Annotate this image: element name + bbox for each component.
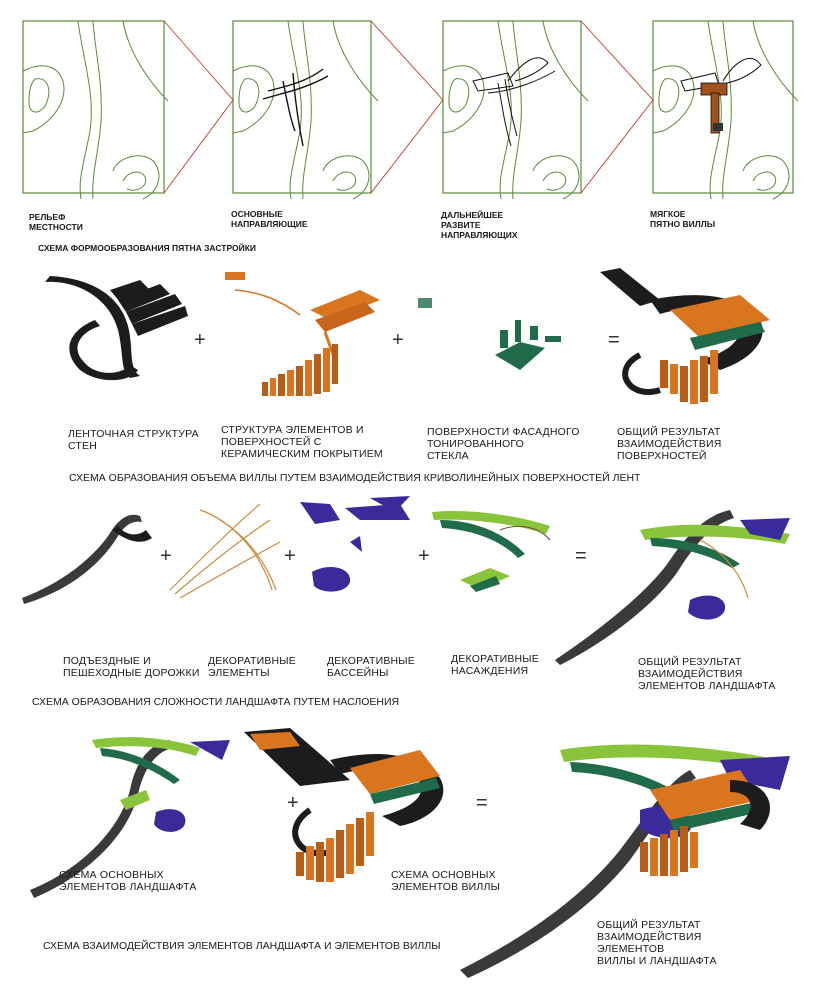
row1-site-diagrams [22, 20, 799, 200]
plus-sign: + [418, 545, 430, 567]
item-label-decor: ДЕКОРАТИВНЫЕ ЭЛЕМЕНТЫ [208, 655, 297, 679]
item-label-final-result: ОБЩИЙ РЕЗУЛЬТАТ ВЗАИМОДЕЙСТВИЯ ЭЛЕМЕНТОВ… [597, 919, 717, 967]
plus-sign: + [392, 329, 404, 351]
glass-surfaces-figure [418, 298, 561, 370]
row3-landscape-diagrams [22, 496, 790, 665]
step-label-development: ДАЛЬНЕЙШЕЕ РАЗВИТЕ НАПРАВЛЯЮЩИХ [441, 210, 518, 240]
row1-caption: СХЕМА ФОРМООБРАЗОВАНИЯ ПЯТНА ЗАСТРОЙКИ [38, 243, 257, 253]
pools-figure [300, 496, 410, 592]
item-label-landscape-summary: СХЕМА ОСНОВНЫХ ЭЛЕМЕНТОВ ЛАНДШАФТА [59, 869, 197, 893]
item-label-ceramic: СТРУКТУРА ЭЛЕМЕНТОВ И ПОВЕРХНОСТЕЙ С КЕР… [221, 424, 383, 460]
combined-landscape-figure [555, 510, 790, 665]
item-label-pools: ДЕКОРАТИВНЫЕ БАССЕЙНЫ [327, 655, 416, 679]
equals-sign: = [575, 545, 587, 567]
villa-landscape-result-figure [460, 744, 790, 978]
paths-figure [22, 514, 152, 604]
connector-arrows [163, 20, 654, 194]
row2-villa-diagrams [45, 268, 770, 404]
item-label-plantings: ДЕКОРАТИВНЫЕ НАСАЖДЕНИЯ [451, 653, 540, 677]
site-frame-guides [232, 20, 379, 200]
landscape-summary-figure [30, 737, 230, 898]
equals-sign: = [476, 792, 488, 814]
plantings-figure [432, 510, 551, 592]
combined-villa-figure [600, 268, 770, 404]
decorative-elements-figure [169, 503, 281, 599]
row3-caption: СХЕМА ОБРАЗОВАНИЯ СЛОЖНОСТИ ЛАНДШАФТА ПУ… [32, 696, 400, 708]
item-label-paths: ПОДЪЕЗДНЫЕ И ПЕШЕХОДНЫЕ ДОРОЖКИ [63, 655, 200, 679]
villa-summary-figure [244, 728, 444, 882]
step-label-guides: ОСНОВНЫЕ НАПРАВЛЯЮЩИЕ [231, 209, 308, 229]
item-label-result: ОБЩИЙ РЕЗУЛЬТАТ ВЗАИМОДЕЙСТВИЯ ПОВЕРХНОС… [617, 426, 722, 462]
step-label-relief: РЕЛЬЕФ МЕСТНОСТИ [29, 212, 83, 232]
item-label-ribbon-walls: ЛЕНТОЧНАЯ СТРУКТУРА СТЕН [68, 428, 199, 452]
plus-sign: + [194, 329, 206, 351]
equals-sign: = [608, 329, 620, 351]
item-label-villa-summary: СХЕМА ОСНОВНЫХ ЭЛЕМЕНТОВ ВИЛЛЫ [391, 869, 501, 893]
ceramic-structure-figure [225, 272, 380, 396]
plus-sign: + [160, 545, 172, 567]
step-label-villa-spot: МЯГКОЕ ПЯТНО ВИЛЛЫ [650, 209, 716, 229]
plus-sign: + [284, 545, 296, 567]
row4-combined-diagrams [30, 728, 790, 978]
row2-caption: СХЕМА ОБРАЗОВАНИЯ ОБЪЕМА ВИЛЛЫ ПУТЕМ ВЗА… [69, 472, 641, 484]
site-frame-development [442, 20, 589, 200]
row4-caption: СХЕМА ВЗАИМОДЕЙСТВИЯ ЭЛЕМЕНТОВ ЛАНДШАФТА… [43, 940, 441, 952]
item-label-landscape-result: ОБЩИЙ РЕЗУЛЬТАТ ВЗАИМОДЕЙСТВИЯ ЭЛЕМЕНТОВ… [638, 656, 776, 692]
site-frame-villa-spot [652, 20, 799, 200]
plus-sign: + [287, 792, 299, 814]
ribbon-walls-figure [45, 276, 188, 381]
item-label-glass: ПОВЕРХНОСТИ ФАСАДНОГО ТОНИРОВАННОГО СТЕК… [427, 426, 580, 462]
site-frame-relief [22, 20, 169, 200]
